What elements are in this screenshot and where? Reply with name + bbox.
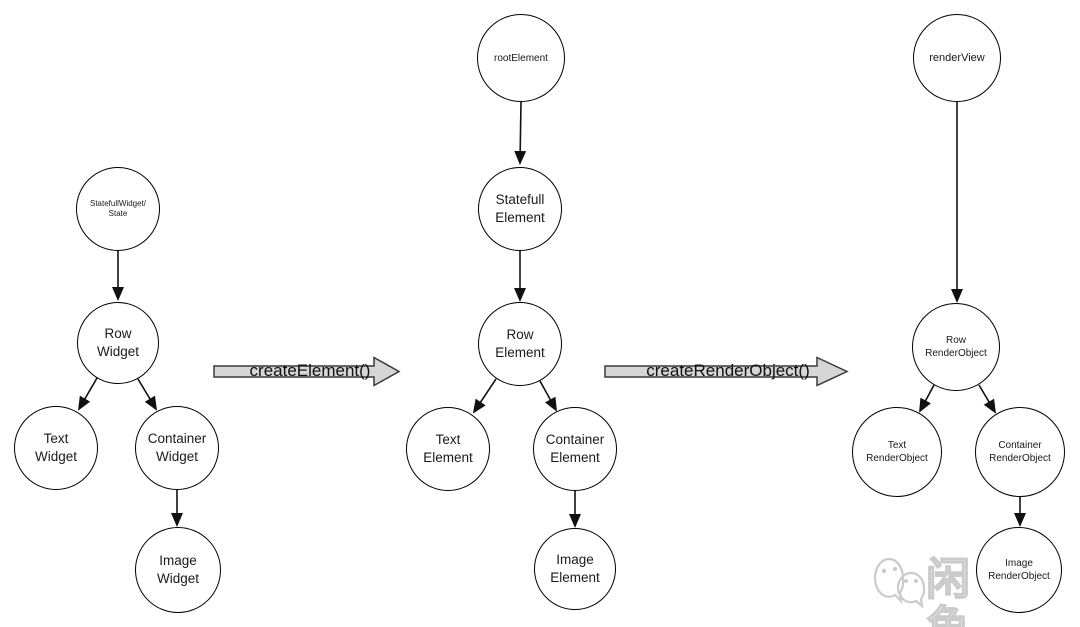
node-row-element: Row Element bbox=[478, 302, 562, 386]
node-image-renderobject: Image RenderObject bbox=[976, 527, 1062, 613]
node-root-element: rootElement bbox=[477, 14, 565, 102]
node-text-renderobject: Text RenderObject bbox=[852, 407, 942, 497]
element-tree-connectors bbox=[472, 101, 581, 528]
create-element-arrow bbox=[213, 356, 401, 387]
node-image-widget: Image Widget bbox=[135, 527, 221, 613]
node-row-widget: Row Widget bbox=[77, 302, 159, 384]
node-statefull-widget: StatefullWidget/ State bbox=[76, 167, 160, 251]
node-text-widget: Text Widget bbox=[14, 406, 98, 490]
create-render-object-arrow bbox=[604, 356, 849, 387]
node-container-renderobject: Container RenderObject bbox=[975, 407, 1065, 497]
node-row-renderobject: Row RenderObject bbox=[912, 303, 1000, 391]
node-render-view: renderView bbox=[913, 14, 1001, 102]
node-statefull-element: Statefull Element bbox=[478, 167, 562, 251]
widget-tree-connectors bbox=[77, 251, 183, 527]
node-text-element: Text Element bbox=[406, 407, 490, 491]
node-container-widget: Container Widget bbox=[135, 406, 219, 490]
node-image-element: Image Element bbox=[534, 528, 616, 610]
render-tree-connectors bbox=[919, 102, 1026, 527]
node-container-element: Container Element bbox=[533, 407, 617, 491]
create-render-object-label: createRenderObject() bbox=[646, 361, 810, 380]
create-element-label: createElement() bbox=[249, 361, 371, 380]
